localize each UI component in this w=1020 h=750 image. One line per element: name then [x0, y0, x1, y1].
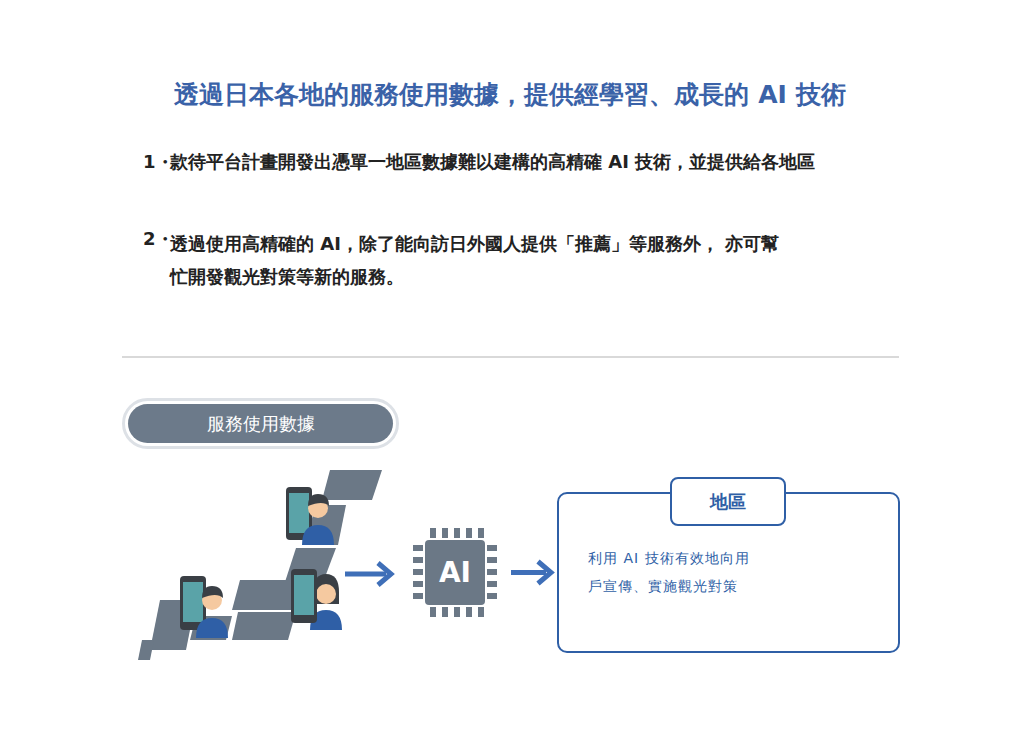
- flow-arrow: [511, 562, 551, 584]
- pill-fill: 服務使用數據: [128, 404, 393, 443]
- flow-arrow: [345, 563, 391, 585]
- item-text: 款待平台計畫開發出憑單一地區數據難以建構的高精確 AI 技術，並提供給各地區: [170, 150, 815, 174]
- node-text: 服務使用數據: [207, 412, 315, 436]
- item-number: 2・: [143, 227, 174, 251]
- region-box: 地區利用 AI 技術有效地向用戶宣傳、實施觀光對策: [557, 492, 900, 653]
- region-body: 利用 AI 技術有效地向用戶宣傳、實施觀光對策: [588, 544, 764, 600]
- user-with-phone: [286, 487, 334, 545]
- title: 透過日本各地的服務使用數據，提供經學習、成長的 AI 技術: [0, 78, 1020, 111]
- japan-map: [138, 470, 382, 660]
- item-number: 1・: [143, 150, 174, 174]
- item-text: 透過使用高精確的 AI，除了能向訪日外國人提供「推薦」等服務外， 亦可幫忙開發觀…: [170, 227, 782, 293]
- ai-chip: AI: [413, 528, 497, 617]
- data-pill: 服務使用數據: [122, 398, 399, 449]
- chip-text: AI: [413, 528, 497, 617]
- divider-line: [122, 356, 899, 358]
- user-with-phone: [291, 569, 342, 630]
- user-with-phone: [180, 576, 228, 638]
- region-heading: 地區: [670, 477, 786, 526]
